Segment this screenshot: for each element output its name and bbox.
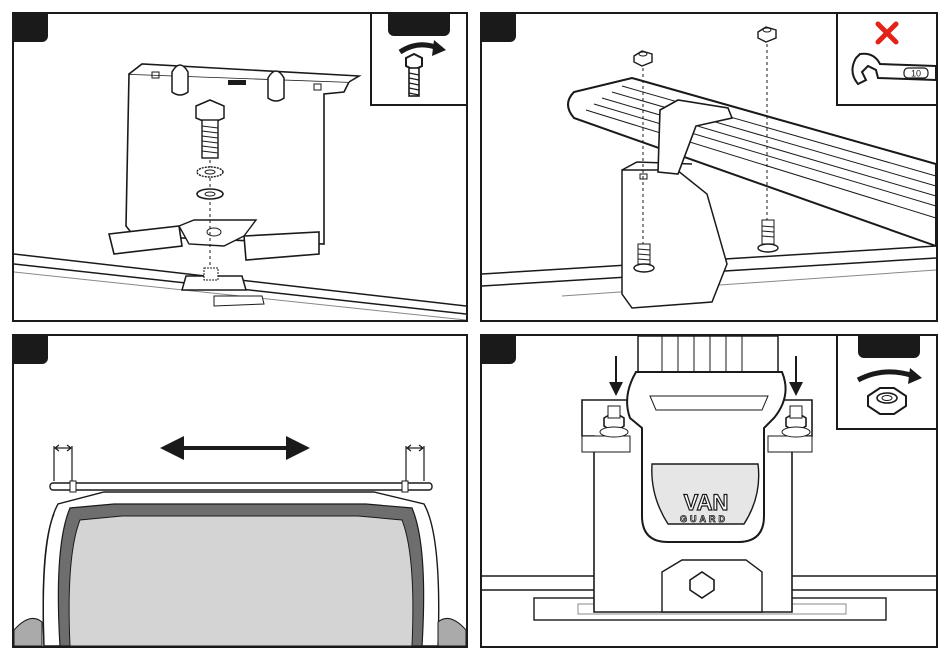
nut-rotate-icon [838,336,936,428]
panel-step-2: 10 [480,12,938,322]
panel-step-1 [12,12,468,322]
brand-logo-sub: GUARD [680,514,728,524]
wrench-inset: 10 [836,12,938,106]
down-arrow-left-icon [609,356,623,396]
brand-logo-main: VAN [684,490,729,515]
panel-step-3 [12,334,468,648]
van-rear-view-illustration [14,336,466,646]
down-arrow-right-icon [789,356,803,396]
nut-inset [836,334,938,430]
bolt-rotate-icon [372,14,466,104]
bolt-inset [370,12,468,106]
adjust-position-arrow [160,436,310,460]
wrench-not-used-icon: 10 [838,14,936,104]
panel-step-4: VAN GUARD [480,334,938,648]
wrench-size-label: 10 [911,69,921,79]
